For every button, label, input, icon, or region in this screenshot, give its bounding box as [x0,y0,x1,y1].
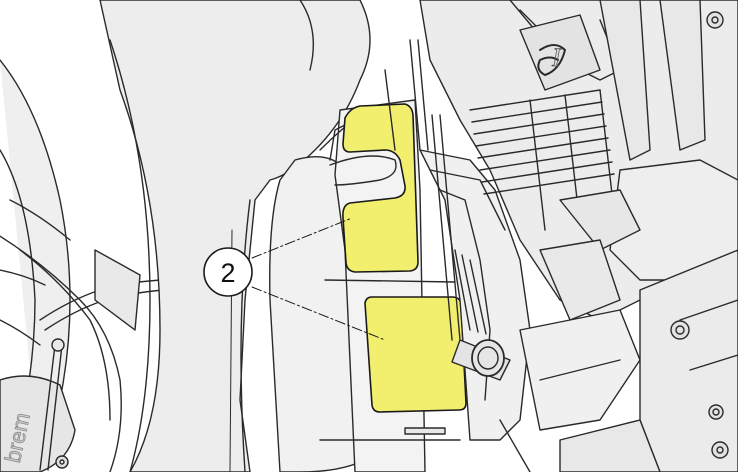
engine-cylinders-right [539,0,738,321]
leader-line-upper [251,217,353,259]
highlight-area-upper [342,103,419,273]
callout-circle [203,247,253,297]
lower-brackets [499,249,738,472]
brake-hoses [39,249,166,471]
callout-number: 2 [220,258,235,288]
callout-badge: 2 [203,247,253,297]
frame-rods [384,39,461,341]
leader-line-lower [251,286,386,341]
pivot-bolt [451,339,511,381]
highlight-area-lower [364,296,467,413]
logo-badge: I [519,14,601,91]
brake-caliper: brem [0,375,76,472]
callout-leader-lines [251,217,386,341]
logo-letter: I [551,43,562,72]
